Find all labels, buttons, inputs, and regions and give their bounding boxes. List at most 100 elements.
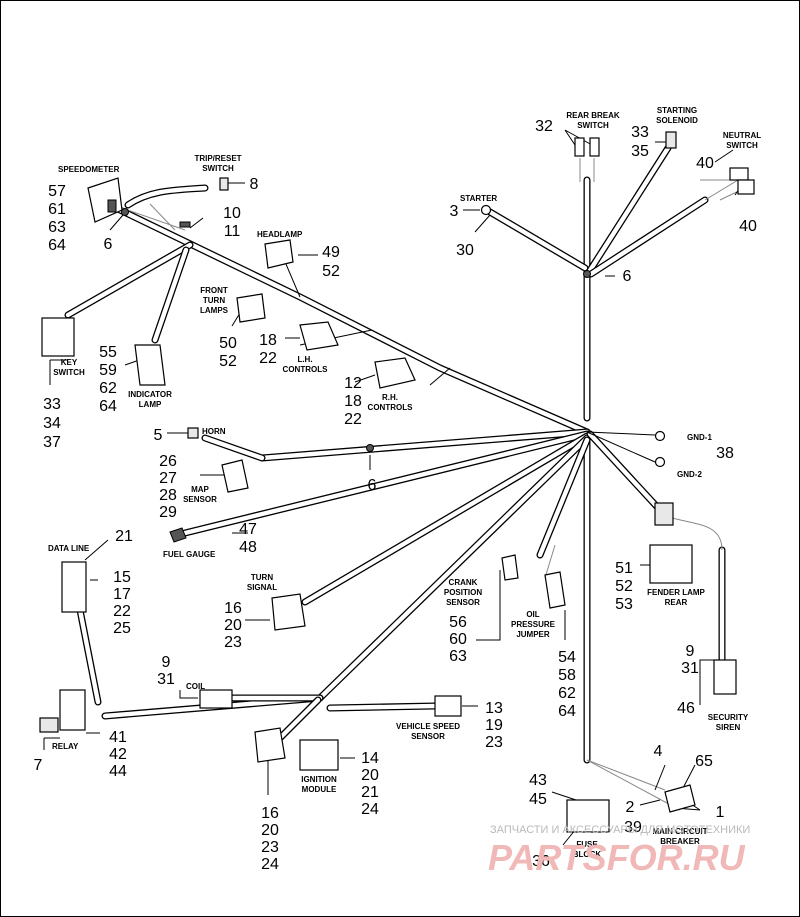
starter-label: STARTER bbox=[460, 194, 497, 203]
callout-neutral-top: 40 bbox=[696, 155, 714, 172]
watermark-site: PARTSFOR.RU bbox=[488, 837, 746, 878]
callout-breaker-4: 4 bbox=[654, 743, 663, 760]
callout-starter: 3 bbox=[450, 203, 459, 220]
data-line-connector bbox=[61, 561, 87, 613]
watermark-tagline: ЗАПЧАСТИ И АКСЕССУАРЫ ДЛЯ МОТОТЕХНИКИ bbox=[490, 824, 750, 836]
callout-gnd: 38 bbox=[716, 445, 734, 462]
callout-horn: 5 bbox=[154, 427, 163, 444]
trip-wire-terminal bbox=[179, 221, 191, 228]
clip-mid bbox=[366, 444, 374, 452]
starter-terminal bbox=[480, 204, 492, 216]
lower-turn-connector bbox=[254, 727, 286, 763]
fender-connector bbox=[654, 502, 674, 526]
callout-relay: 7 bbox=[34, 757, 43, 774]
map-sensor bbox=[221, 459, 249, 493]
gnd2-label: GND-2 bbox=[677, 470, 702, 479]
harness-wires bbox=[64, 144, 726, 764]
clip-top bbox=[583, 270, 591, 278]
callout-data-line: 21 bbox=[115, 528, 133, 545]
coil-label: COIL bbox=[186, 682, 205, 691]
horn-label: HORN bbox=[202, 427, 226, 436]
callout-junction-top: 6 bbox=[623, 268, 632, 285]
indicator-lamp bbox=[134, 344, 166, 386]
coil-connector bbox=[199, 689, 233, 709]
lh-controls-connector bbox=[299, 321, 339, 351]
lh-controls-label: L.H.CONTROLS bbox=[283, 355, 329, 374]
callout-breaker-39: 39 bbox=[624, 819, 642, 836]
front-turn-lamps-connector bbox=[236, 293, 266, 323]
relay-label: RELAY bbox=[52, 742, 79, 751]
key-switch bbox=[41, 317, 75, 357]
relay bbox=[59, 689, 86, 731]
speedometer-label: SPEEDOMETER bbox=[58, 165, 120, 174]
headlamp-label: HEADLAMP bbox=[257, 230, 303, 239]
callout-rear-brake: 32 bbox=[535, 118, 553, 135]
callout-speedo-clip: 6 bbox=[104, 236, 113, 253]
fuse-block bbox=[566, 799, 610, 833]
callout-breaker-2: 2 bbox=[626, 799, 635, 816]
callout-breaker-65: 65 bbox=[695, 753, 713, 770]
speedometer bbox=[87, 177, 123, 223]
callout-starter-sub: 30 bbox=[456, 242, 474, 259]
vehicle-speed-sensor bbox=[434, 695, 462, 717]
watermark: ЗАПЧАСТИ И АКСЕССУАРЫ ДЛЯ МОТОТЕХНИКИ PA… bbox=[488, 824, 750, 878]
trip-reset-switch bbox=[219, 177, 229, 191]
callout-fuse-bottom: 36 bbox=[532, 853, 550, 870]
starting-solenoid bbox=[665, 131, 677, 149]
fuel-gauge-connector bbox=[169, 527, 187, 543]
ignition-module bbox=[299, 739, 339, 771]
callout-mid-clip: 6 bbox=[368, 477, 377, 494]
clip-speedo bbox=[121, 208, 129, 216]
rear-brake-switch bbox=[574, 137, 585, 157]
callout-breaker-1: 1 bbox=[716, 804, 725, 821]
data-line-label: DATA LINE bbox=[48, 544, 90, 553]
fender-lamp-rear bbox=[649, 544, 693, 584]
components bbox=[39, 131, 755, 833]
crank-position-sensor bbox=[501, 554, 519, 581]
callout-trip-reset: 8 bbox=[250, 176, 259, 193]
neutral-switch bbox=[729, 167, 749, 181]
turn-signal-connector bbox=[271, 593, 306, 631]
fuel-gauge-label: FUEL GAUGE bbox=[163, 550, 216, 559]
headlamp-connector bbox=[264, 239, 294, 269]
